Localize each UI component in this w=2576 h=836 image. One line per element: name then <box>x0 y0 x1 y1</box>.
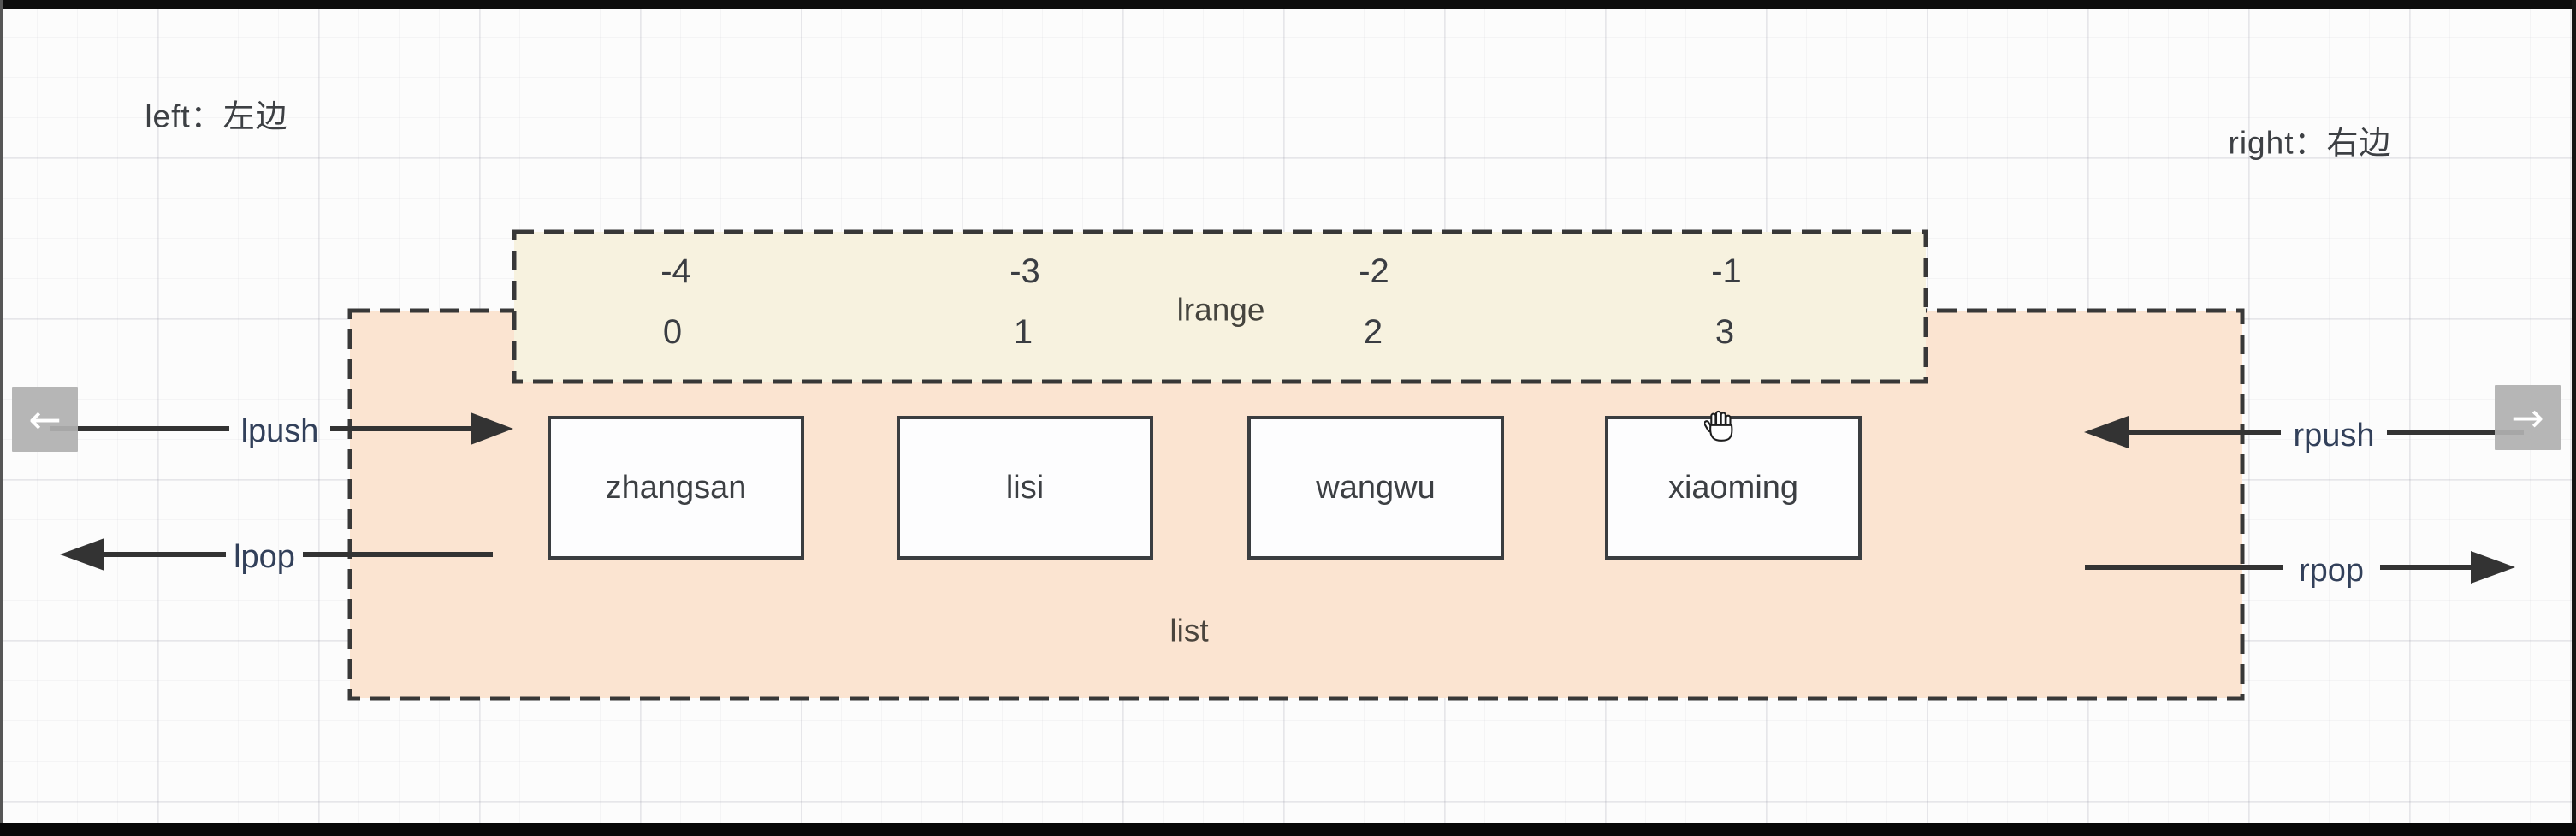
lrange-container-box <box>512 229 1928 384</box>
list-item-label: lisi <box>1005 469 1045 506</box>
arrow-right-icon: → <box>2511 394 2544 441</box>
arrow-left-icon: ← <box>28 396 62 442</box>
index-negative-3: -1 <box>1711 252 1742 290</box>
index-positive-1: 1 <box>1013 313 1033 351</box>
list-item-label: wangwu <box>1316 469 1436 506</box>
rpop-label: rpop <box>2298 553 2365 589</box>
list-label: list <box>1170 613 1209 649</box>
index-negative-2: -2 <box>1359 252 1389 290</box>
prev-button[interactable]: ← <box>12 387 78 452</box>
lpush-arrowhead-icon <box>471 412 513 445</box>
top-letterbox-bar <box>0 0 2576 9</box>
index-positive-3: 3 <box>1714 313 1735 351</box>
bottom-letterbox-bar <box>0 823 2576 836</box>
rpush-label: rpush <box>2293 418 2375 454</box>
index-positive-0: 0 <box>662 313 683 351</box>
left-edge-strip <box>0 0 3 836</box>
next-button[interactable]: → <box>2495 385 2561 450</box>
index-negative-0: -4 <box>660 252 691 290</box>
lpop-arrowhead-icon <box>60 538 104 571</box>
list-item-box: zhangsan <box>548 416 804 560</box>
lpop-label: lpop <box>234 539 295 575</box>
left-direction-note: left：左边 <box>145 98 288 134</box>
right-edge-strip <box>2572 0 2576 836</box>
lpush-label: lpush <box>240 413 319 449</box>
rpop-arrowhead-icon <box>2471 551 2515 584</box>
list-item-label: xiaoming <box>1667 469 1799 506</box>
list-item-box: wangwu <box>1247 416 1504 560</box>
hand-cursor-icon <box>1704 410 1733 442</box>
index-positive-2: 2 <box>1363 313 1383 351</box>
list-item-label: zhangsan <box>605 469 747 506</box>
list-item-box: lisi <box>897 416 1153 560</box>
list-item-box: xiaoming <box>1605 416 1862 560</box>
rpush-arrowhead-icon <box>2084 416 2129 448</box>
index-negative-1: -3 <box>1010 252 1040 290</box>
lrange-label: lrange <box>1176 292 1265 328</box>
right-direction-note: right：右边 <box>2228 125 2392 161</box>
